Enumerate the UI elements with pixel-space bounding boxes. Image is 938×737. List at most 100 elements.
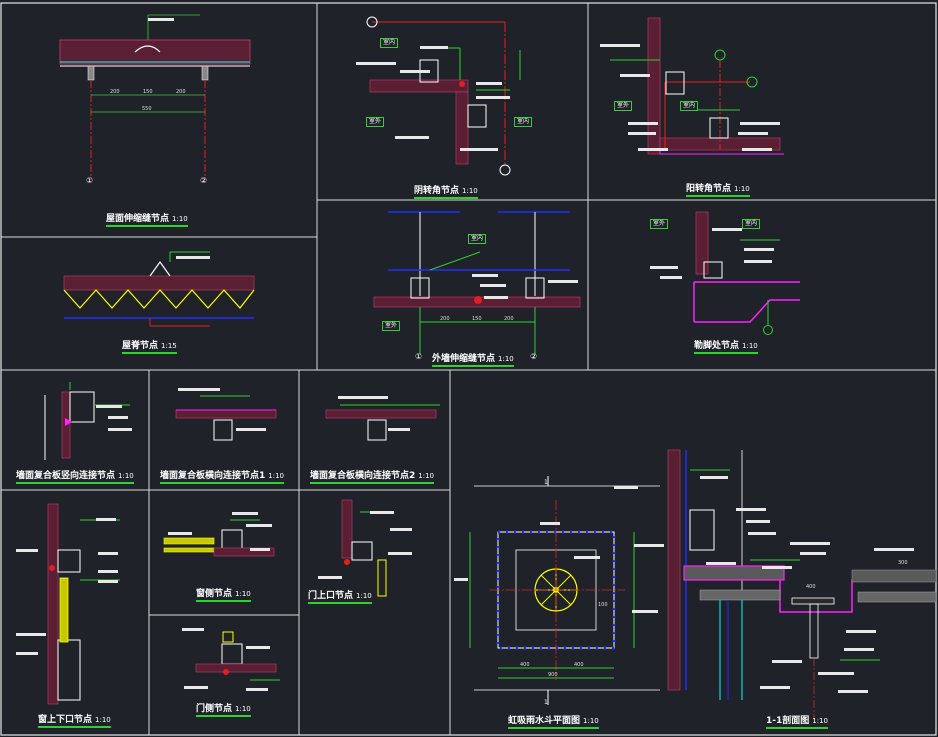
annotation-text-placeholder: [548, 280, 578, 283]
annotation-text-placeholder: [746, 520, 770, 523]
annotation-text-placeholder: [176, 256, 210, 259]
dim-900-plan: 900: [548, 672, 558, 678]
annotation-text-placeholder: [388, 428, 410, 431]
dim-200-wall-right: 200: [504, 316, 514, 322]
annotation-text-placeholder: [108, 416, 128, 419]
annotation-text-placeholder: [632, 610, 658, 613]
annotation-text-placeholder: [476, 82, 502, 85]
annotation-text-placeholder: [395, 136, 429, 139]
annotation-text-placeholder: [388, 552, 412, 555]
tag-outdoor-wall-base: 室外: [650, 219, 669, 229]
annotation-text-placeholder: [874, 548, 914, 551]
annotation-text-placeholder: [250, 548, 270, 551]
annotation-text-placeholder: [246, 524, 272, 527]
axis-bubble-2: ②: [200, 176, 208, 185]
annotation-text-placeholder: [838, 690, 868, 693]
annotation-text-placeholder: [760, 686, 790, 689]
annotation-text-placeholder: [98, 570, 118, 573]
section-mark-bottom: 1: [544, 699, 548, 706]
annotation-text-placeholder: [772, 660, 802, 663]
dim-200-right: 200: [176, 89, 186, 95]
vertical-joint-2-detail: [325, 404, 440, 441]
tag-indoor-inner-corner: 室内: [380, 38, 399, 48]
dim-200-wall-left: 200: [440, 316, 450, 322]
annotation-text-placeholder: [700, 476, 728, 479]
axis-bubble-1: ①: [86, 176, 94, 185]
annotation-text-placeholder: [762, 566, 792, 569]
annotation-text-placeholder: [472, 274, 498, 277]
window-head-sill-detail: [47, 503, 120, 705]
annotation-text-placeholder: [16, 549, 38, 552]
tag-indoor-outer-corner: 室内: [680, 101, 699, 111]
axis-bubble-wall-2: ②: [530, 352, 538, 361]
annotation-text-placeholder: [96, 518, 116, 521]
annotation-text-placeholder: [638, 148, 668, 151]
annotation-text-placeholder: [800, 552, 826, 555]
annotation-text-placeholder: [460, 148, 498, 151]
annotation-text-placeholder: [338, 396, 388, 399]
annotation-text-placeholder: [628, 132, 656, 135]
annotation-text-placeholder: [236, 428, 266, 431]
annotation-text-placeholder: [96, 405, 122, 408]
dim-300-section: 300: [898, 560, 908, 566]
annotation-text-placeholder: [168, 532, 192, 535]
dim-150: 150: [143, 89, 153, 95]
horizontal-joint-detail: [44, 382, 130, 460]
annotation-text-placeholder: [98, 580, 118, 583]
annotation-text-placeholder: [790, 542, 830, 545]
annotation-text-placeholder: [744, 260, 772, 263]
section-mark-top: 1: [544, 479, 548, 486]
gutter-plan-detail: [469, 476, 660, 705]
annotation-text-placeholder: [484, 296, 508, 299]
roof-expansion-detail: [59, 14, 251, 180]
annotation-text-placeholder: [246, 646, 270, 649]
annotation-text-placeholder: [742, 148, 772, 151]
tag-outdoor-inner-corner: 室外: [366, 117, 385, 127]
dim-550: 550: [142, 106, 152, 112]
outer-corner-detail: [610, 17, 784, 155]
annotation-text-placeholder: [178, 388, 220, 391]
dim-150-wall: 150: [472, 316, 482, 322]
tag-outdoor-outer-corner: 室外: [614, 101, 633, 111]
dim-400-plan-right: 400: [574, 662, 584, 668]
annotation-text-placeholder: [232, 512, 258, 515]
annotation-text-placeholder: [454, 578, 468, 581]
dim-100-plan: 100: [598, 602, 608, 608]
ridge-detail: [63, 251, 255, 327]
dim-200-left: 200: [110, 89, 120, 95]
annotation-text-placeholder: [148, 18, 174, 21]
annotation-text-placeholder: [712, 228, 742, 231]
annotation-text-placeholder: [620, 74, 650, 77]
vertical-joint-1-detail: [175, 395, 277, 441]
annotation-text-placeholder: [420, 46, 448, 49]
annotation-text-placeholder: [108, 428, 132, 431]
annotation-text-placeholder: [736, 508, 766, 511]
annotation-text-placeholder: [246, 688, 268, 691]
annotation-text-placeholder: [614, 486, 638, 489]
annotation-text-placeholder: [98, 552, 118, 555]
annotation-text-placeholder: [738, 132, 768, 135]
annotation-text-placeholder: [706, 562, 736, 565]
annotation-text-placeholder: [650, 266, 678, 269]
annotation-text-placeholder: [844, 648, 874, 651]
tag-indoor-wall-expansion: 室内: [468, 234, 487, 244]
wall-expansion-detail: [373, 211, 581, 355]
annotation-text-placeholder: [400, 70, 430, 73]
annotation-text-placeholder: [370, 511, 394, 514]
annotation-text-placeholder: [476, 96, 510, 99]
dim-400-plan-left: 400: [520, 662, 530, 668]
annotation-text-placeholder: [574, 556, 600, 559]
annotation-text-placeholder: [182, 628, 204, 631]
annotation-text-placeholder: [660, 276, 682, 279]
